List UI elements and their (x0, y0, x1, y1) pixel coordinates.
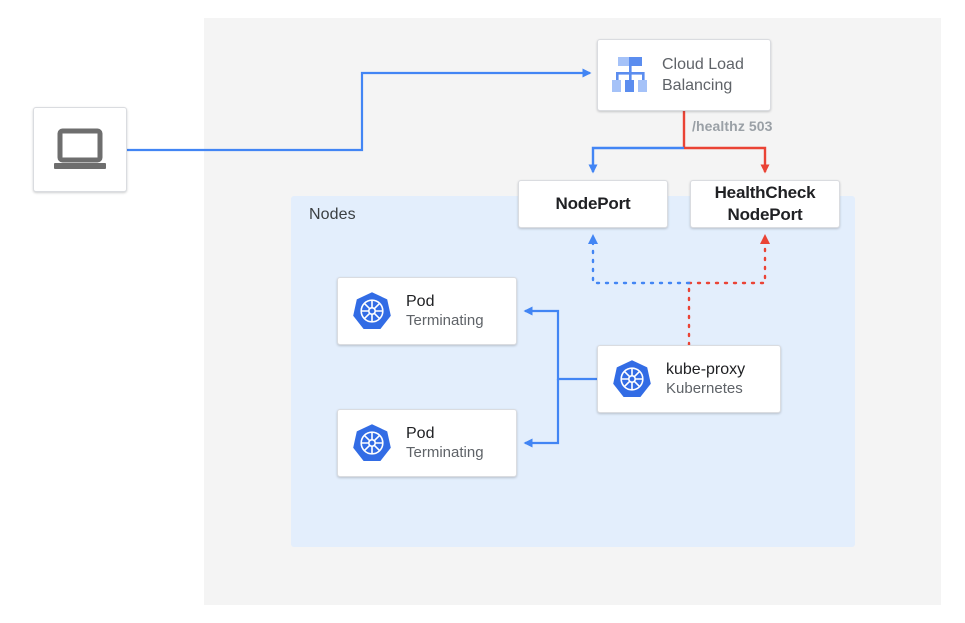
pod-title-2: Pod (406, 424, 435, 442)
cloud-load-balancing-line1: Cloud Load (662, 56, 744, 73)
kubernetes-icon (613, 360, 651, 397)
laptop-icon (54, 128, 106, 169)
kubernetes-icon (353, 292, 391, 329)
healthcheck-nodeport-box[interactable]: HealthCheck NodePort (690, 180, 840, 228)
kube-proxy-title: kube-proxy (666, 360, 746, 378)
cloud-load-balancing-icon (612, 57, 647, 92)
pod-subtitle-1: Terminating (406, 311, 484, 329)
kubernetes-icon (353, 424, 391, 461)
kube-proxy-text: kube-proxy Kubernetes (666, 360, 745, 399)
pod-text-1: Pod Terminating (406, 292, 484, 331)
pod-text-2: Pod Terminating (406, 424, 484, 463)
pod-subtitle-2: Terminating (406, 443, 484, 461)
cloud-load-balancing-label: Cloud Load Balancing (662, 54, 744, 96)
nodeport-label-line1: NodePort (555, 194, 631, 213)
kube-proxy-subtitle: Kubernetes (666, 379, 743, 397)
healthcheck-nodeport-label-line2: NodePort (727, 205, 803, 224)
nodeport-label: NodePort (556, 193, 631, 215)
healthcheck-nodeport-label-line1: HealthCheck (714, 183, 816, 202)
nodeport-box[interactable]: NodePort (518, 180, 668, 228)
pod-box-2[interactable]: Pod Terminating (337, 409, 517, 477)
kube-proxy-box[interactable]: kube-proxy Kubernetes (597, 345, 781, 413)
pod-title-1: Pod (406, 292, 435, 310)
pod-box-1[interactable]: Pod Terminating (337, 277, 517, 345)
healthcheck-nodeport-label: HealthCheck NodePort (715, 182, 816, 226)
nodes-panel-label: Nodes (309, 206, 356, 223)
cloud-load-balancing-box[interactable]: Cloud Load Balancing (597, 39, 771, 111)
client-box[interactable] (33, 107, 127, 192)
healthz-status-label: /healthz 503 (692, 118, 773, 134)
cloud-load-balancing-line2: Balancing (662, 77, 733, 94)
